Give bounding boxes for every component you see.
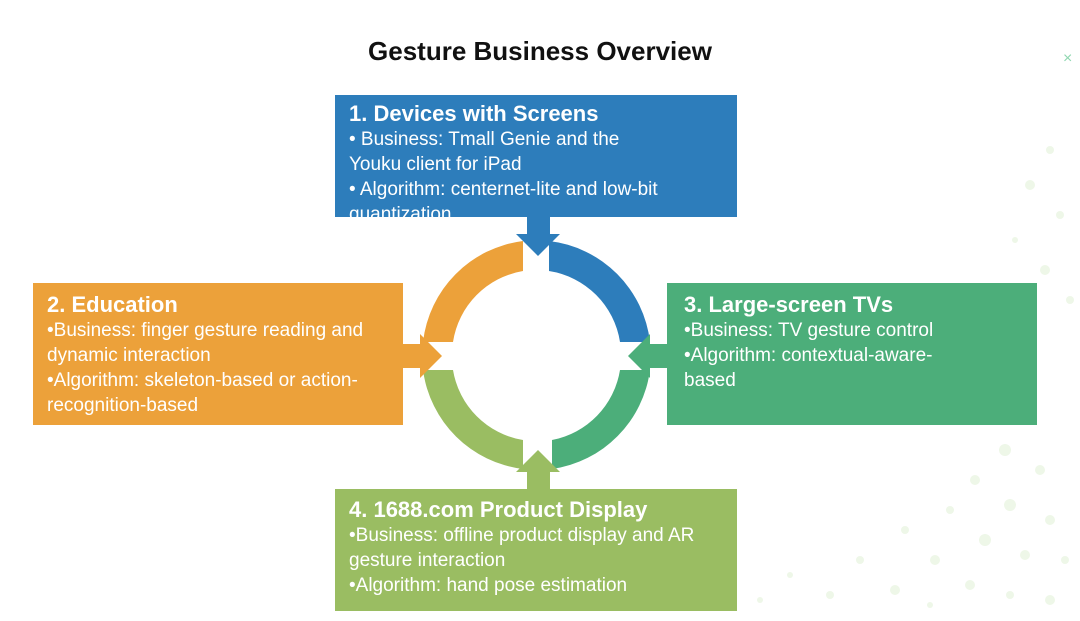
box-display-business: •Business: offline product display and A… — [349, 525, 695, 571]
box-devices-algorithm: • Algorithm: centernet-lite and low-bit … — [349, 179, 658, 225]
box-display-algorithm: •Algorithm: hand pose estimation — [349, 575, 628, 596]
arrow-down-icon — [516, 217, 560, 256]
box-large-screen-tvs: 3. Large-screen TVs •Business: TV gestur… — [667, 283, 1037, 425]
box-education: 2. Education •Business: finger gesture r… — [33, 283, 403, 425]
ring-segment-education — [423, 241, 523, 342]
box-tvs-business: •Business: TV gesture control — [684, 320, 934, 341]
ring-segment-tvs — [552, 370, 650, 469]
box-education-heading: 2. Education — [47, 292, 178, 317]
box-tvs-heading: 3. Large-screen TVs — [684, 292, 894, 317]
arrow-right-icon — [403, 334, 442, 378]
box-education-algorithm: •Algorithm: skeleton-based or action-rec… — [47, 370, 358, 416]
box-tvs-algorithm: •Algorithm: contextual-aware-based — [684, 345, 933, 391]
arrow-up-icon — [516, 450, 560, 489]
ring-segment-devices — [549, 241, 650, 342]
page-title: Gesture Business Overview — [368, 36, 712, 66]
box-display-heading: 4. 1688.com Product Display — [349, 497, 648, 522]
box-devices-business: • Business: Tmall Genie and the Youku cl… — [349, 129, 620, 175]
arrow-left-icon — [628, 334, 667, 378]
ring-segment-display — [423, 370, 523, 469]
box-devices-with-screens: 1. Devices with Screens • Business: Tmal… — [335, 95, 737, 225]
box-devices-heading: 1. Devices with Screens — [349, 101, 599, 126]
close-icon[interactable]: × — [1063, 50, 1073, 67]
box-product-display: 4. 1688.com Product Display •Business: o… — [335, 489, 737, 611]
box-education-business: •Business: finger gesture reading and dy… — [47, 320, 364, 366]
